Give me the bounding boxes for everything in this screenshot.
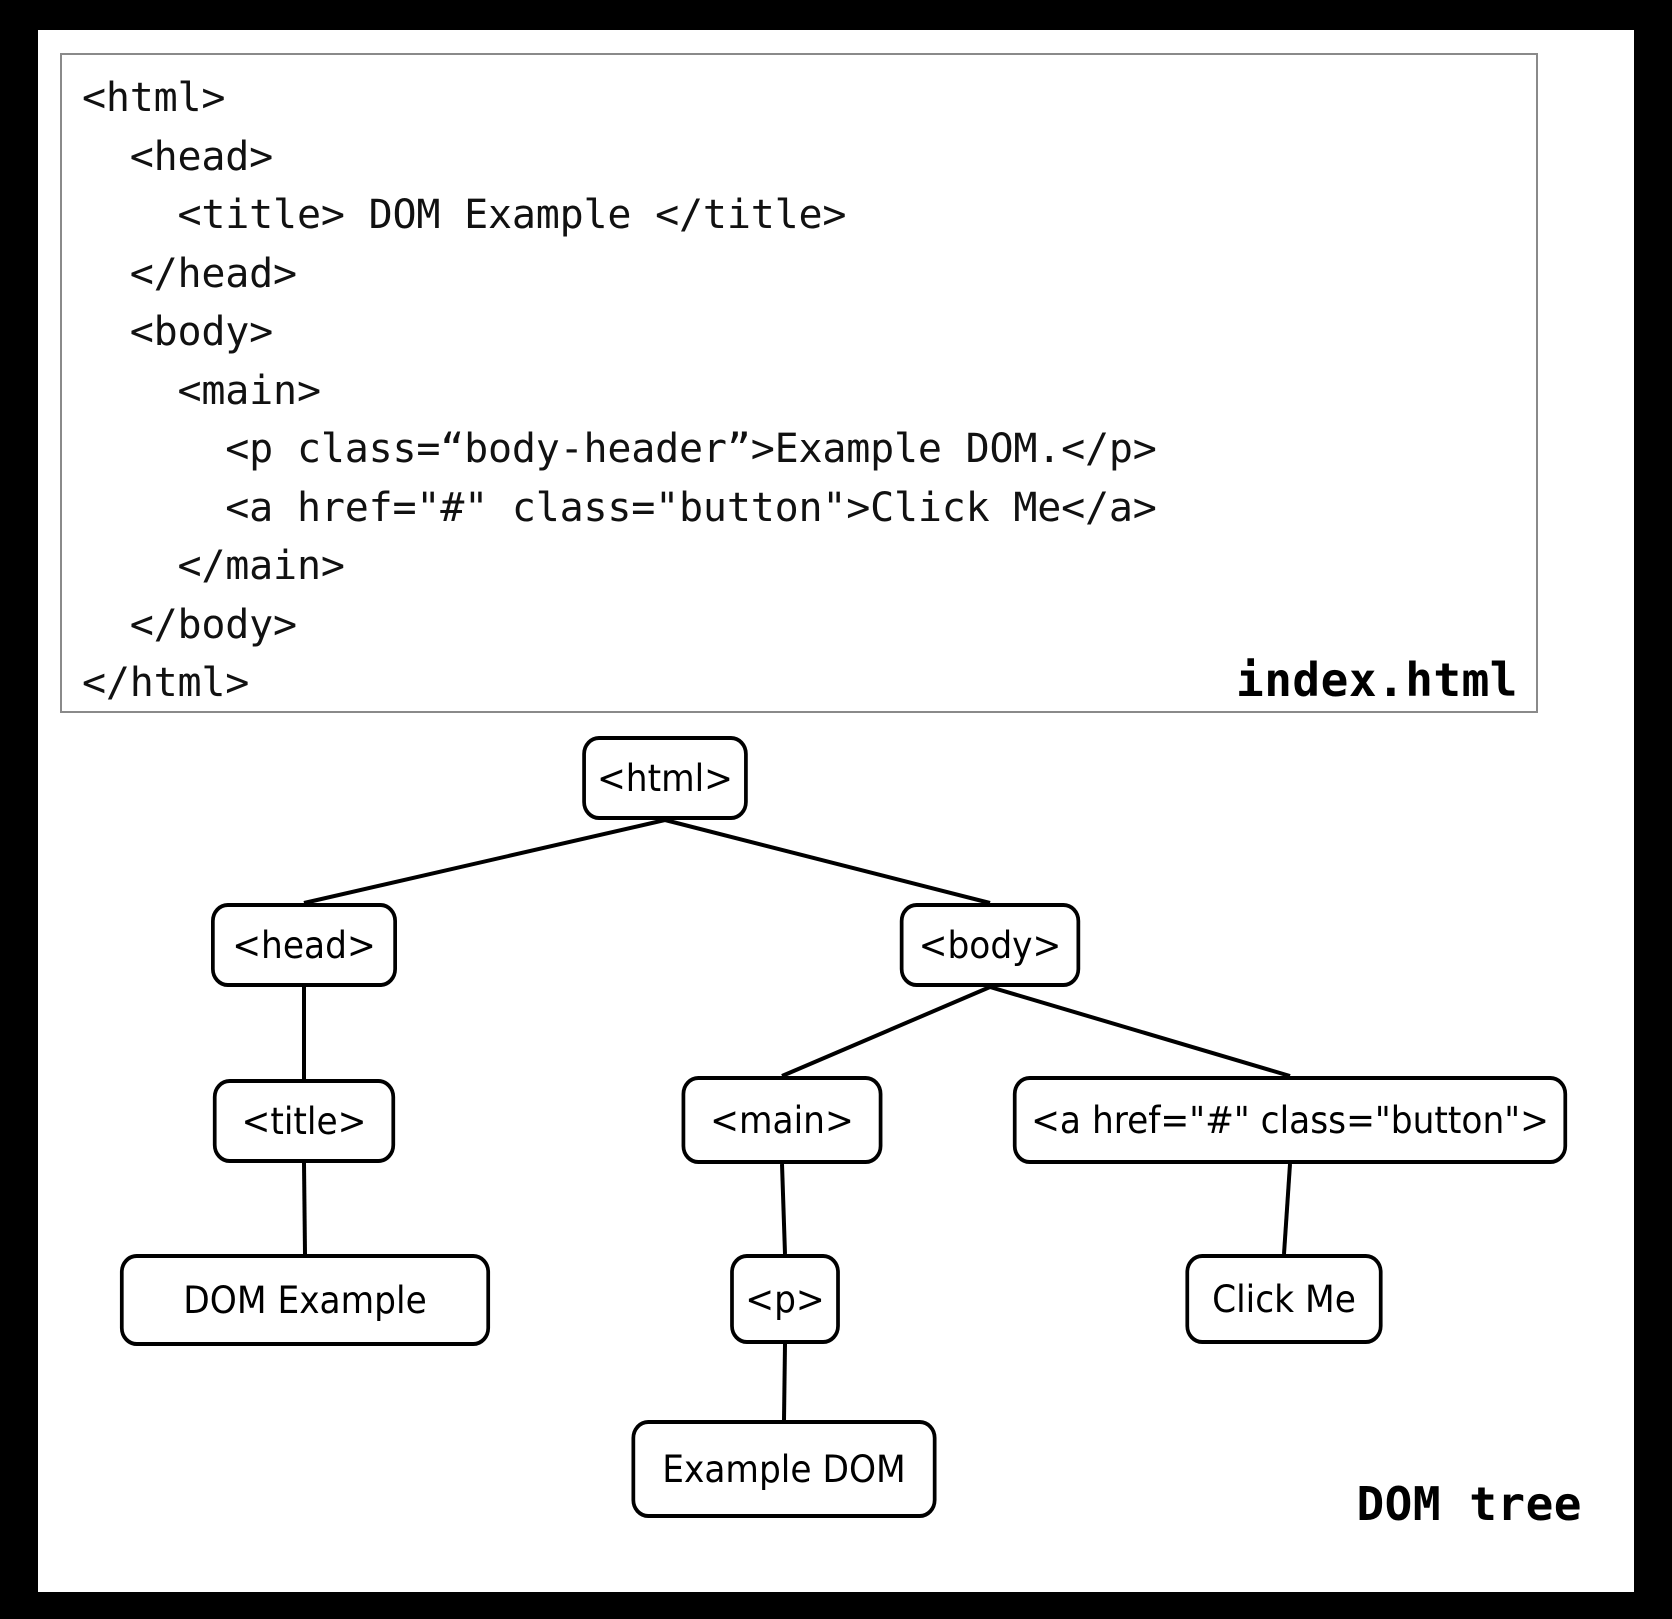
dom-edge-main-to-p bbox=[780, 1163, 787, 1255]
dom-edge-body-to-anchor bbox=[989, 985, 1291, 1078]
dom-tree-panel: <html> <head> <body> <title> <main> <a href="… bbox=[60, 713, 1610, 1569]
dom-node-label: <a href="#" class="button"> bbox=[1031, 1098, 1549, 1142]
dom-node-html: <html> bbox=[582, 736, 748, 820]
dom-edge-anchor-to-clicktext bbox=[1282, 1163, 1292, 1255]
dom-node-exampletext: Example DOM bbox=[631, 1420, 937, 1518]
dom-node-label: <p> bbox=[745, 1277, 825, 1321]
dom-node-domtext: DOM Example bbox=[119, 1254, 491, 1346]
dom-node-label: <html> bbox=[596, 756, 734, 800]
code-panel-filename-label: index.html bbox=[1236, 653, 1518, 707]
dom-node-label: Click Me bbox=[1212, 1277, 1356, 1321]
dom-node-label: <head> bbox=[232, 923, 376, 967]
dom-node-clicktext: Click Me bbox=[1185, 1254, 1383, 1344]
dom-edge-body-to-main bbox=[781, 985, 991, 1078]
dom-edge-title-to-domtext bbox=[302, 1162, 307, 1255]
dom-tree-edges bbox=[302, 818, 1292, 1421]
dom-node-title: <title> bbox=[212, 1079, 396, 1163]
dom-node-label: <title> bbox=[241, 1099, 367, 1143]
figure-sheet: <html> <head> <title> DOM Example </titl… bbox=[38, 30, 1634, 1592]
dom-edge-html-to-head bbox=[303, 818, 666, 905]
dom-node-head: <head> bbox=[211, 903, 397, 987]
dom-node-label: DOM Example bbox=[183, 1278, 427, 1322]
html-source-code: <html> <head> <title> DOM Example </titl… bbox=[82, 75, 1157, 706]
dom-edge-p-to-exampletext bbox=[782, 1343, 787, 1421]
dom-node-anchor: <a href="#" class="button"> bbox=[1012, 1076, 1568, 1164]
dom-node-label: <main> bbox=[710, 1098, 854, 1142]
dom-node-label: Example DOM bbox=[662, 1447, 906, 1491]
dom-node-p: <p> bbox=[730, 1254, 840, 1344]
dom-node-main: <main> bbox=[681, 1076, 883, 1164]
code-panel: <html> <head> <title> DOM Example </titl… bbox=[60, 53, 1538, 713]
dom-node-body: <body> bbox=[899, 903, 1081, 987]
dom-tree-caption-label: DOM tree bbox=[1356, 1477, 1582, 1531]
dom-node-label: <body> bbox=[918, 923, 1062, 967]
dom-edge-html-to-body bbox=[664, 818, 991, 905]
